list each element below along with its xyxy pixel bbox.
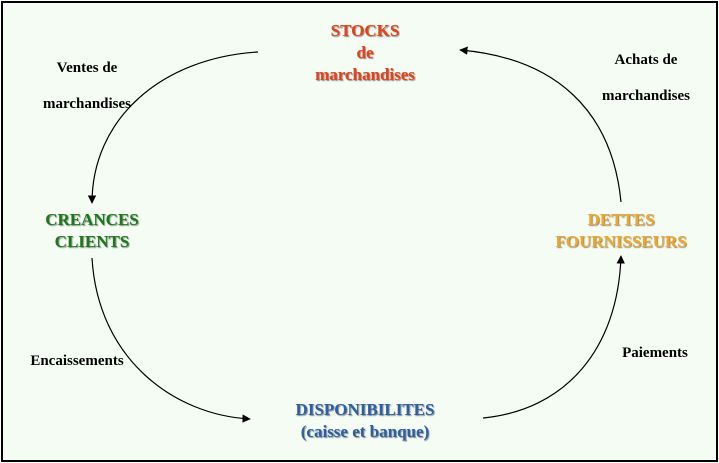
arrow-dettes-to-stocks [459,46,622,203]
edge-label-paiements-text: Paiements [622,345,688,361]
edge-label-paiements: Paiements [600,345,710,362]
edge-label-encaissements-text: Encaissements [30,353,124,369]
edge-label-achats: Achats de marchandises [581,42,711,114]
node-disponibilites-line1: DISPONIBILITES [295,400,435,419]
edge-label-achats-line1: Achats de [614,52,678,68]
node-creances: CREANCES CLIENTS [22,209,162,253]
edge-label-ventes-line2: marchandises [42,96,132,112]
node-dettes: DETTES FOURNISSEURS [540,209,702,253]
arrow-disponibilites-to-dettes [482,255,625,419]
arrow-creances-to-disponibilites [91,257,251,423]
node-creances-line1: CREANCES [45,210,139,229]
node-stocks-line2: de [356,43,374,62]
edge-label-ventes-line1: Ventes de [56,60,118,76]
edge-label-ventes: Ventes de marchandises [22,50,152,122]
node-disponibilites-line2: (caisse et banque) [300,422,430,441]
node-stocks-line1: STOCKS [330,21,400,40]
edge-label-encaissements: Encaissements [12,353,142,370]
node-stocks-line3: marchandises [315,65,415,84]
arrow-stocks-to-creances [87,51,259,204]
node-dettes-line1: DETTES [587,210,655,229]
node-dettes-line2: FOURNISSEURS [555,232,687,251]
edge-label-achats-line2: marchandises [601,88,691,104]
node-stocks: STOCKS de marchandises [290,20,440,86]
node-creances-line2: CLIENTS [54,232,130,251]
node-disponibilites: DISPONIBILITES (caisse et banque) [270,399,460,443]
